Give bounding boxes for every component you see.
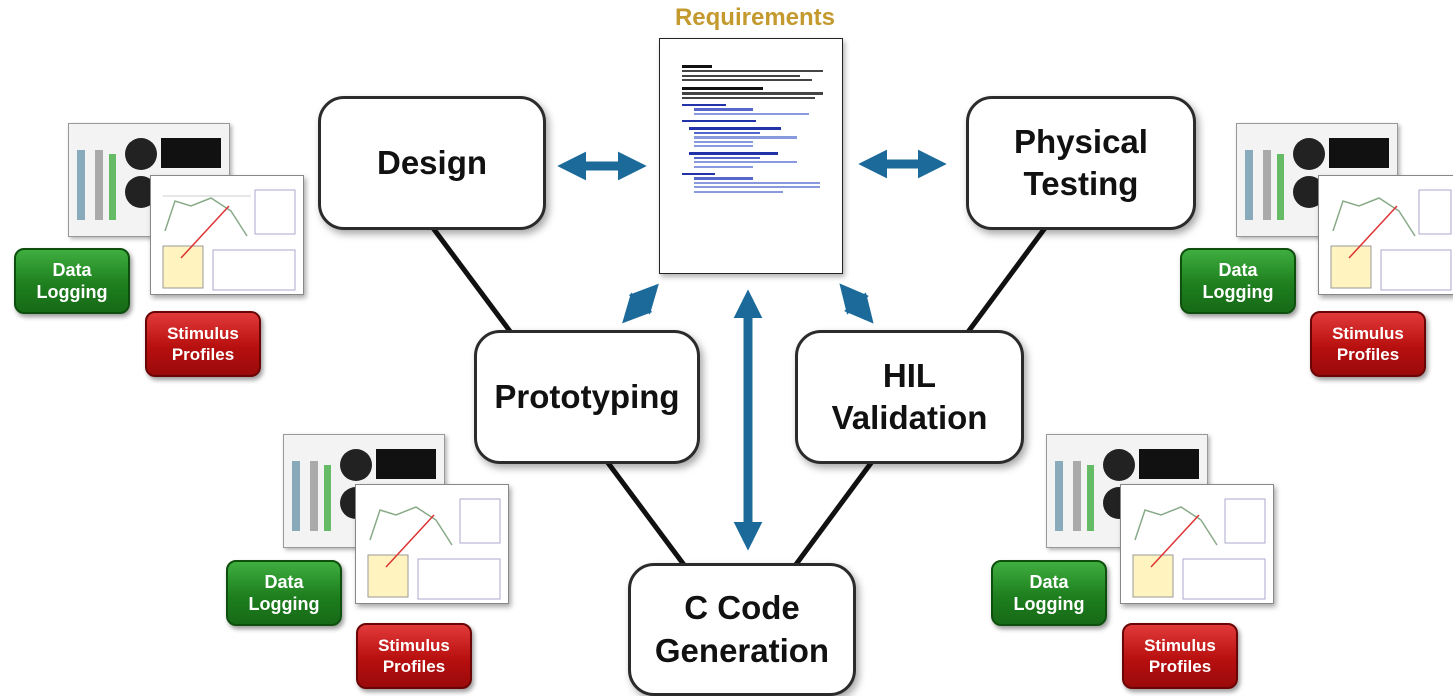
hil-validation-node: HIL Validation <box>795 330 1024 464</box>
stimulus-profiles-button[interactable]: Stimulus Profiles <box>356 623 472 689</box>
stimulus-profiles-button[interactable]: Stimulus Profiles <box>1310 311 1426 377</box>
design-node: Design <box>318 96 546 230</box>
requirements-document <box>659 38 843 274</box>
data-logging-button[interactable]: Data Logging <box>991 560 1107 626</box>
physical-testing-node: Physical Testing <box>966 96 1196 230</box>
arrow-prototyping-requirements <box>622 283 659 324</box>
stimulus-profiles-button[interactable]: Stimulus Profiles <box>145 311 261 377</box>
arrow-hil-requirements <box>839 283 874 324</box>
prototyping-node: Prototyping <box>474 330 700 464</box>
data-logging-button[interactable]: Data Logging <box>14 248 130 314</box>
data-logging-button[interactable]: Data Logging <box>1180 248 1296 314</box>
c-code-generation-node: C Code Generation <box>628 563 856 696</box>
requirements-title: Requirements <box>674 4 836 31</box>
stimulus-profiles-button[interactable]: Stimulus Profiles <box>1122 623 1238 689</box>
data-logging-button[interactable]: Data Logging <box>226 560 342 626</box>
bidirectional-arrows <box>557 149 947 551</box>
